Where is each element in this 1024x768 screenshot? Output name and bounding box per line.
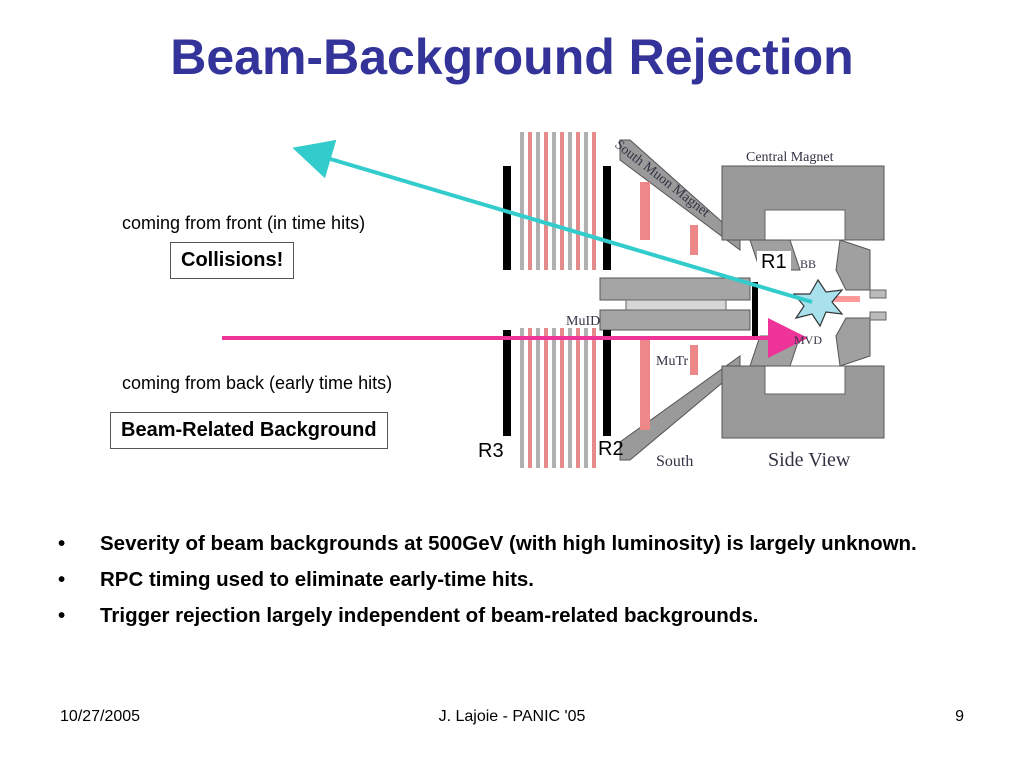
south-muon-magnet-label: South Muon Magnet [612,137,713,220]
front-particle-arrow [292,139,813,304]
bullet-text: Severity of beam backgrounds at 500GeV (… [100,532,917,555]
muid-plates-lower [520,328,596,468]
back-hits-label: coming from back (early time hits) [122,373,393,393]
collisions-box: Collisions! [170,242,295,279]
central-magnet [721,165,887,439]
bullet-text: RPC timing used to eliminate early-time … [100,568,535,591]
beam-background-box: Beam-Related Background [110,412,388,449]
muid-plates-upper [520,132,596,270]
bb-label: BB [800,257,816,271]
side-view-label: Side View [768,449,851,471]
bullet-dot-icon: • [58,532,66,555]
slide-title: Beam-Background Rejection [170,29,854,85]
front-hits-label: coming from front (in time hits) [122,213,366,233]
r1-label: R1 [757,251,791,274]
bullet-item: • Severity of beam backgrounds at 500GeV … [58,528,958,560]
bullet-dot-icon: • [58,568,66,591]
collision-burst-icon [792,278,844,328]
bullet-item: • Trigger rejection largely independent o… [58,600,958,632]
footer-author: J. Lajoie - PANIC '05 [438,708,586,725]
muid-label: MuID [566,314,600,329]
south-label: South [656,453,693,470]
bullet-text: Trigger rejection largely independent of… [100,604,759,627]
bullet-list: • Severity of beam backgrounds at 500GeV … [58,528,958,636]
footer-page-number: 9 [955,708,964,725]
mutr-label: MuTr [656,354,689,369]
central-magnet-label: Central Magnet [746,150,834,165]
mvd-label: MVD [794,333,822,347]
r3-label: R3 [478,440,504,462]
footer-date: 10/27/2005 [60,708,141,725]
bullet-dot-icon: • [58,604,66,627]
south-muon-magnet [599,139,751,461]
bullet-item: • RPC timing used to eliminate early-time… [58,564,958,596]
rpc-stations [503,166,758,436]
r2-label: R2 [598,438,624,460]
